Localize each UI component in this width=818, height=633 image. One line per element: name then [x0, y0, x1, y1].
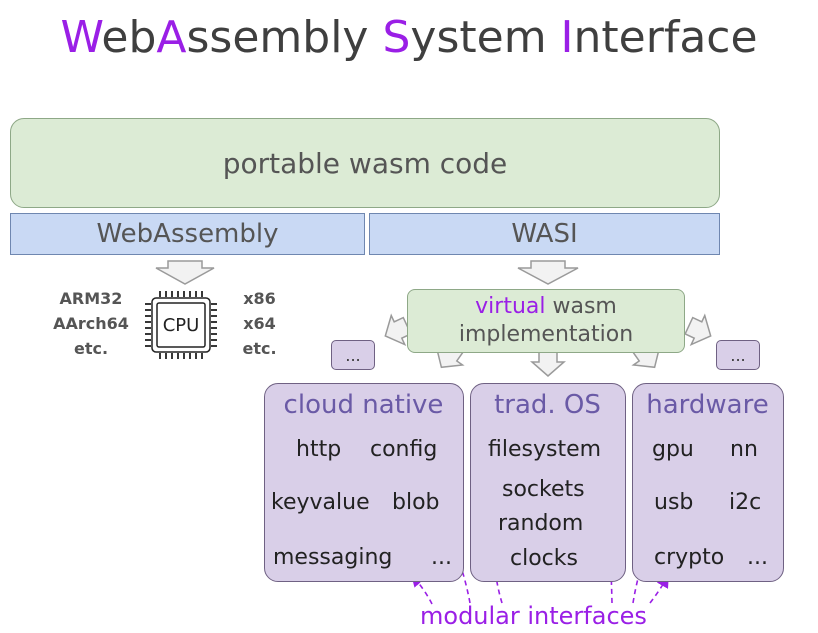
ellipsis-right-label: ... [730, 345, 746, 365]
item-filesystem: filesystem [488, 437, 602, 462]
virtual-highlight: virtual [475, 294, 546, 319]
virtual-wasm-implementation-box: virtual wasm implementation [407, 289, 685, 353]
page-title: WebAssembly System Interface [60, 12, 758, 63]
item-gpu: gpu [652, 437, 694, 462]
item-crypto: crypto [654, 545, 725, 570]
webassembly-layer: WebAssembly [10, 213, 365, 255]
item-keyvalue: keyvalue [271, 490, 370, 515]
wasi-label: WASI [511, 219, 578, 249]
cpu-label: CPU [162, 314, 200, 336]
item-clocks: clocks [510, 546, 578, 571]
right-arch-list: x86 x64 etc. [232, 286, 287, 361]
item-cloud-ellipsis: ... [431, 545, 452, 570]
left-arch-list: ARM32 AArch64 etc. [46, 286, 136, 361]
item-i2c: i2c [729, 490, 762, 515]
portable-wasm-code-box: portable wasm code [10, 118, 720, 208]
ellipsis-box-left: ... [331, 340, 375, 370]
down-arrow-center [530, 351, 566, 377]
item-hardware-ellipsis: ... [747, 545, 768, 570]
arch-x86: x86 [243, 289, 276, 308]
arch-etc-left: etc. [73, 339, 109, 358]
cloud-native-group: cloud native http config keyvalue blob m… [264, 383, 464, 582]
ellipsis-box-right: ... [716, 340, 760, 370]
arch-x64: x64 [243, 314, 276, 333]
ellipsis-left-label: ... [345, 345, 361, 365]
modular-interfaces-annotation: modular interfaces [420, 602, 647, 630]
item-config: config [370, 437, 438, 462]
portable-wasm-code-label: portable wasm code [222, 146, 508, 180]
trad-os-group: trad. OS filesystem sockets random clock… [470, 383, 626, 582]
virtual-wasm-line2: implementation [458, 322, 634, 347]
item-nn: nn [730, 437, 758, 462]
item-blob: blob [392, 490, 440, 515]
wasi-layer: WASI [369, 213, 720, 255]
item-usb: usb [654, 490, 694, 515]
item-http: http [296, 437, 342, 462]
arch-etc-right: etc. [242, 339, 277, 358]
item-messaging: messaging [273, 545, 393, 570]
virtual-wasm-line1: virtual wasm [475, 293, 617, 321]
annotation-arrow-messaging [410, 573, 433, 605]
hardware-group: hardware gpu nn usb i2c crypto ... [632, 383, 784, 582]
virtual-rest: wasm [545, 294, 617, 319]
item-sockets: sockets [502, 477, 585, 502]
down-arrow-wasi [517, 260, 579, 285]
arch-arm32: ARM32 [59, 289, 123, 308]
cloud-native-header: cloud native [283, 390, 444, 420]
item-random: random [498, 511, 584, 536]
hardware-header: hardware [646, 390, 769, 420]
trad-os-header: trad. OS [494, 390, 601, 420]
cpu-chip-icon [145, 291, 217, 359]
arrow-to-right-ellipsis [684, 313, 712, 346]
arch-aarch64: AArch64 [53, 314, 129, 333]
down-arrow-webassembly [155, 260, 215, 285]
webassembly-label: WebAssembly [96, 219, 279, 249]
